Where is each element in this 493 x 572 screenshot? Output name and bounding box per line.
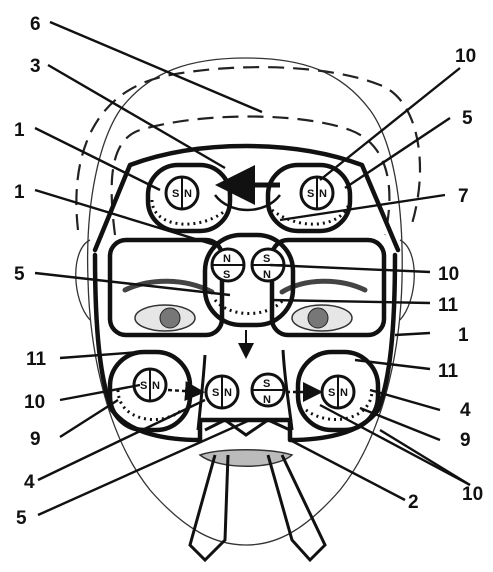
pole-n: N [263, 269, 271, 281]
pole-n: N [223, 253, 231, 265]
callout-10-bottom: 10 [462, 484, 483, 505]
arrow-cheek-left-to-mid [168, 390, 200, 392]
callout-9-right: 9 [460, 430, 471, 451]
left-electrode-lead [190, 455, 228, 560]
pole-s: S [172, 188, 179, 200]
pole-n: N [319, 188, 327, 200]
pole-s: S [263, 378, 270, 390]
callout-5-right: 5 [462, 108, 473, 129]
callout-2: 2 [408, 492, 419, 513]
magnet-nose-left: N S [212, 249, 244, 281]
right-iris [308, 308, 328, 328]
callout-1-top: 1 [14, 120, 25, 141]
callout-1-mid: 1 [14, 182, 25, 203]
pole-n: N [224, 387, 232, 399]
callout-11-right-upper: 11 [438, 295, 459, 316]
callout-9-left: 9 [30, 429, 41, 450]
callout-6: 6 [30, 14, 41, 35]
pole-n: N [340, 387, 348, 399]
callout-11-left: 11 [26, 349, 47, 370]
pole-s: S [307, 188, 314, 200]
callout-1-right: 1 [458, 325, 469, 346]
pole-n: N [152, 380, 160, 392]
callout-10-left: 10 [24, 392, 45, 413]
magnet-cheek-right: S N [322, 376, 354, 408]
callout-10-top: 10 [455, 46, 476, 67]
magnet-mid-left: S N [206, 376, 238, 408]
pole-n: N [184, 188, 192, 200]
right-electrode-lead [268, 455, 325, 560]
left-iris [160, 308, 180, 328]
magnet-forehead-left: S N [166, 177, 198, 209]
magnet-mid-right: S N [252, 374, 284, 406]
pole-s: S [140, 380, 147, 392]
pole-s: S [223, 269, 230, 281]
callout-11-right-lower: 11 [438, 361, 459, 382]
callout-10-right: 10 [438, 264, 459, 285]
callout-3: 3 [30, 56, 41, 77]
pole-s: S [263, 253, 270, 265]
callout-4-right: 4 [460, 400, 471, 421]
pole-s: S [212, 387, 219, 399]
magnet-forehead-right: S N [301, 177, 333, 209]
callout-5-bottom: 5 [16, 508, 27, 529]
callout-7: 7 [458, 186, 469, 207]
pole-s: S [328, 387, 335, 399]
pole-n: N [263, 394, 271, 406]
callout-4-left: 4 [24, 472, 35, 493]
callout-5-left: 5 [14, 264, 25, 285]
